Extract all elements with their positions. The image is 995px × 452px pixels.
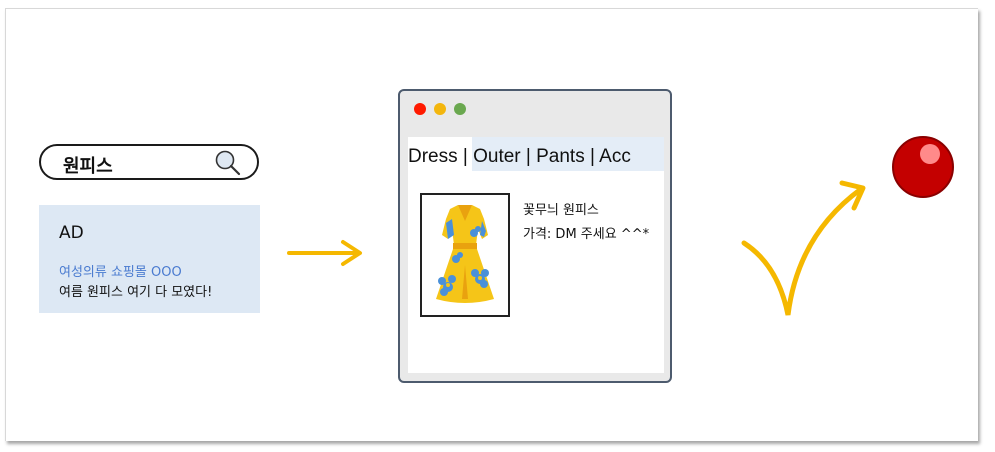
ad-description: 여름 원피스 여기 다 모였다! <box>59 285 213 300</box>
curved-arrow-icon <box>741 180 866 316</box>
window-close-dot[interactable] <box>414 103 426 115</box>
ad-label: AD <box>59 223 84 243</box>
conversion-dot-icon <box>892 136 954 198</box>
search-input[interactable]: 원피스 <box>63 156 113 177</box>
canvas-frame: 원피스 AD 여성의류 쇼핑몰 OOO 여름 원피스 여기 다 모였다! Dre… <box>5 8 978 441</box>
dress-icon <box>436 205 494 303</box>
ad-card[interactable]: AD 여성의류 쇼핑몰 OOO 여름 원피스 여기 다 모였다! <box>39 205 260 313</box>
category-nav-links[interactable]: Dress | Outer | Pants | Acc <box>408 146 631 167</box>
window-minimize-dot[interactable] <box>434 103 446 115</box>
browser-window: Dress | Outer | Pants | Acc <box>398 89 672 383</box>
shop-page: Dress | Outer | Pants | Acc <box>408 137 664 373</box>
product-price: 가격: DM 주세요 ^^* <box>523 227 650 242</box>
window-maximize-dot[interactable] <box>454 103 466 115</box>
category-nav: Dress | Outer | Pants | Acc <box>408 137 664 171</box>
ad-title-link[interactable]: 여성의류 쇼핑몰 OOO <box>59 265 182 280</box>
right-arrow-icon <box>287 240 362 266</box>
product-name[interactable]: 꽃무늬 원피스 <box>523 203 599 218</box>
product-thumbnail[interactable] <box>420 193 510 317</box>
nav-active-indicator <box>408 137 472 171</box>
magnifier-icon[interactable] <box>213 148 243 178</box>
search-box[interactable]: 원피스 <box>39 144 259 180</box>
